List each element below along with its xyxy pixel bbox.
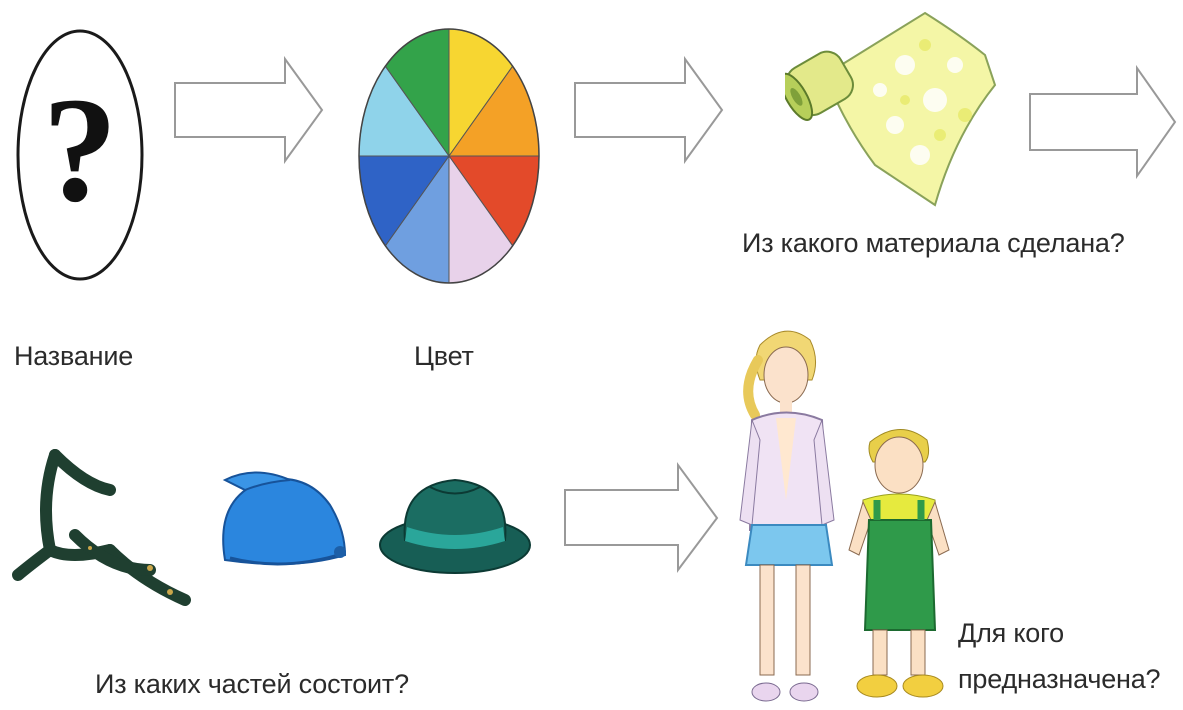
color-wheel-segments [358, 28, 540, 284]
arrow-right-icon [174, 55, 324, 165]
for-whom-label-line2: предназначена? [958, 664, 1161, 694]
parts-label: Из каких частей состоит? [95, 669, 409, 699]
question-oval-icon: ? [16, 29, 144, 281]
arrow-right-icon [574, 55, 724, 165]
hat-icon [379, 478, 531, 574]
arrow-right-icon [1029, 64, 1177, 180]
for-whom-label-line1: Для кого [958, 618, 1064, 648]
material-label: Из какого материала сделана? [742, 228, 1125, 258]
color-label: Цвет [414, 341, 474, 371]
ribbon-icon [12, 449, 191, 606]
boy-figure-icon [848, 429, 950, 698]
girl-figure-icon [739, 330, 835, 702]
fabric-roll-icon [785, 11, 997, 207]
color-wheel-icon [358, 28, 540, 284]
arrow-right-icon [564, 461, 719, 573]
question-mark-glyph: ? [43, 67, 118, 233]
cap-icon [222, 471, 347, 566]
name-label: Название [14, 341, 134, 371]
